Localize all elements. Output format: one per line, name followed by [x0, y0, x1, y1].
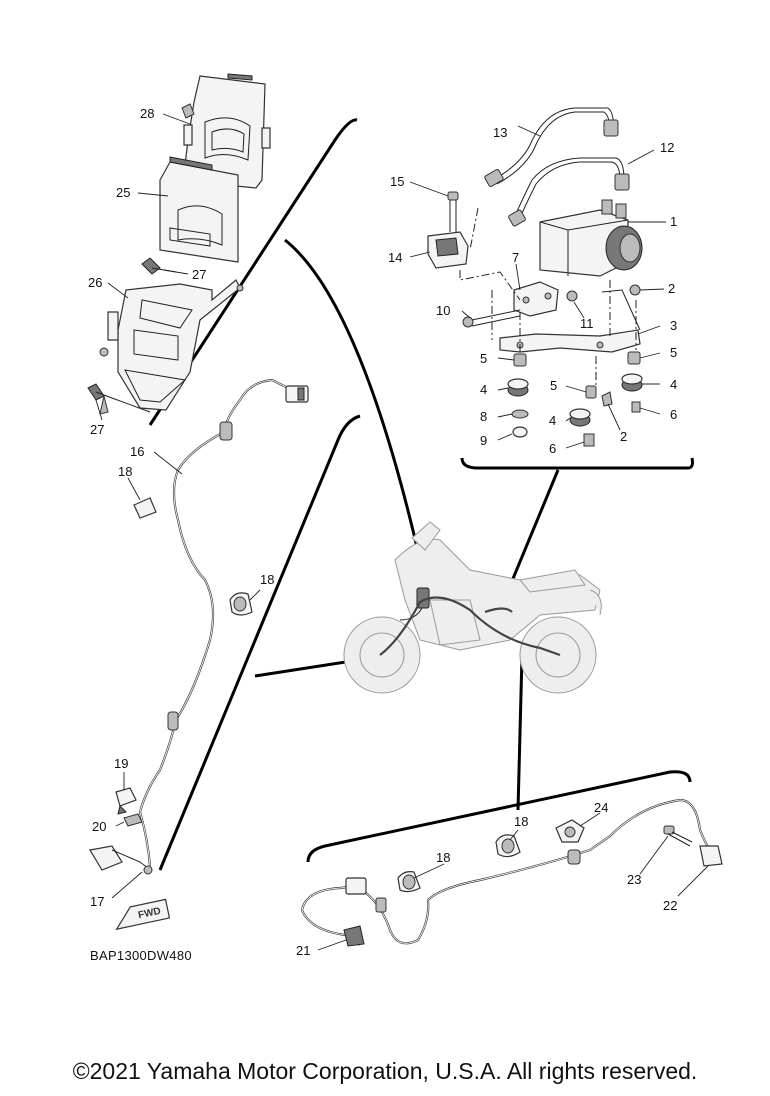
parts-diagram: FWD [87, 73, 723, 963]
part-1-abs-unit [539, 199, 643, 277]
callout-1: 1 [670, 214, 677, 229]
part-24-clamp [555, 819, 585, 843]
callout-22: 22 [663, 898, 677, 913]
callout-8: 8 [480, 409, 487, 424]
callout-6: 6 [549, 441, 556, 456]
callout-28: 28 [140, 106, 154, 121]
callout-4: 4 [480, 382, 487, 397]
part-18-clamps-front [133, 497, 253, 616]
callout-2: 2 [620, 429, 627, 444]
callout-labels: 1 2 2 3 4 4 4 5 5 5 6 6 7 8 9 10 11 12 1… [88, 106, 677, 958]
callout-24: 24 [594, 800, 608, 815]
callout-18: 18 [514, 814, 528, 829]
callout-20: 20 [92, 819, 106, 834]
part-22-rear-sensor-lead [300, 798, 723, 946]
callout-16: 16 [130, 444, 144, 459]
callout-9: 9 [480, 433, 487, 448]
part-15-bolt [447, 191, 459, 232]
callout-23: 23 [627, 872, 641, 887]
callout-5: 5 [480, 351, 487, 366]
callout-26: 26 [88, 275, 102, 290]
hydraulic-hardware [507, 284, 643, 447]
callout-12: 12 [660, 140, 674, 155]
callout-15: 15 [390, 174, 404, 189]
callout-19: 19 [114, 756, 128, 771]
part-25-ecu [159, 156, 239, 263]
callout-2: 2 [668, 281, 675, 296]
part-18-clamps-rear [397, 834, 521, 893]
hydraulic-dash-lines [459, 207, 637, 388]
part-19-20-holders [115, 787, 143, 827]
diagram-code: BAP1300DW480 [90, 948, 192, 963]
callout-7: 7 [512, 250, 519, 265]
callout-5: 5 [550, 378, 557, 393]
callout-4: 4 [670, 377, 677, 392]
part-23-bolt [663, 825, 693, 847]
copyright-notice: ©2021 Yamaha Motor Corporation, U.S.A. A… [72, 1058, 698, 1084]
motorcycle-outline [343, 521, 602, 694]
callout-10: 10 [436, 303, 450, 318]
part-3-bracket [499, 289, 641, 353]
part-14-bracket-sensor [427, 231, 469, 269]
part-13-brake-pipe [484, 107, 619, 187]
callout-27: 27 [90, 422, 104, 437]
leader-lines [95, 113, 709, 951]
part-28-cover [181, 73, 271, 189]
callout-27: 27 [192, 267, 206, 282]
callout-18: 18 [260, 572, 274, 587]
callout-13: 13 [493, 125, 507, 140]
part-12-brake-pipe [508, 157, 630, 227]
callout-14: 14 [388, 250, 402, 265]
callout-17: 17 [90, 894, 104, 909]
callout-3: 3 [670, 318, 677, 333]
callout-4: 4 [549, 413, 556, 428]
section-dividers [148, 118, 694, 871]
fwd-arrow: FWD [115, 898, 171, 931]
callout-6: 6 [670, 407, 677, 422]
svg-text:FWD: FWD [137, 906, 162, 921]
part-16-front-sensor-lead [89, 378, 309, 875]
callout-21: 21 [296, 943, 310, 958]
part-11-nut [566, 290, 578, 302]
callout-11: 11 [580, 316, 594, 331]
part-7-stay [513, 281, 559, 317]
part-21-holder [343, 925, 365, 947]
part-10-bolt [462, 309, 521, 328]
callout-25: 25 [116, 185, 130, 200]
part-26-bracket [99, 279, 244, 411]
callout-18: 18 [118, 464, 132, 479]
callout-5: 5 [670, 345, 677, 360]
callout-18: 18 [436, 850, 450, 865]
